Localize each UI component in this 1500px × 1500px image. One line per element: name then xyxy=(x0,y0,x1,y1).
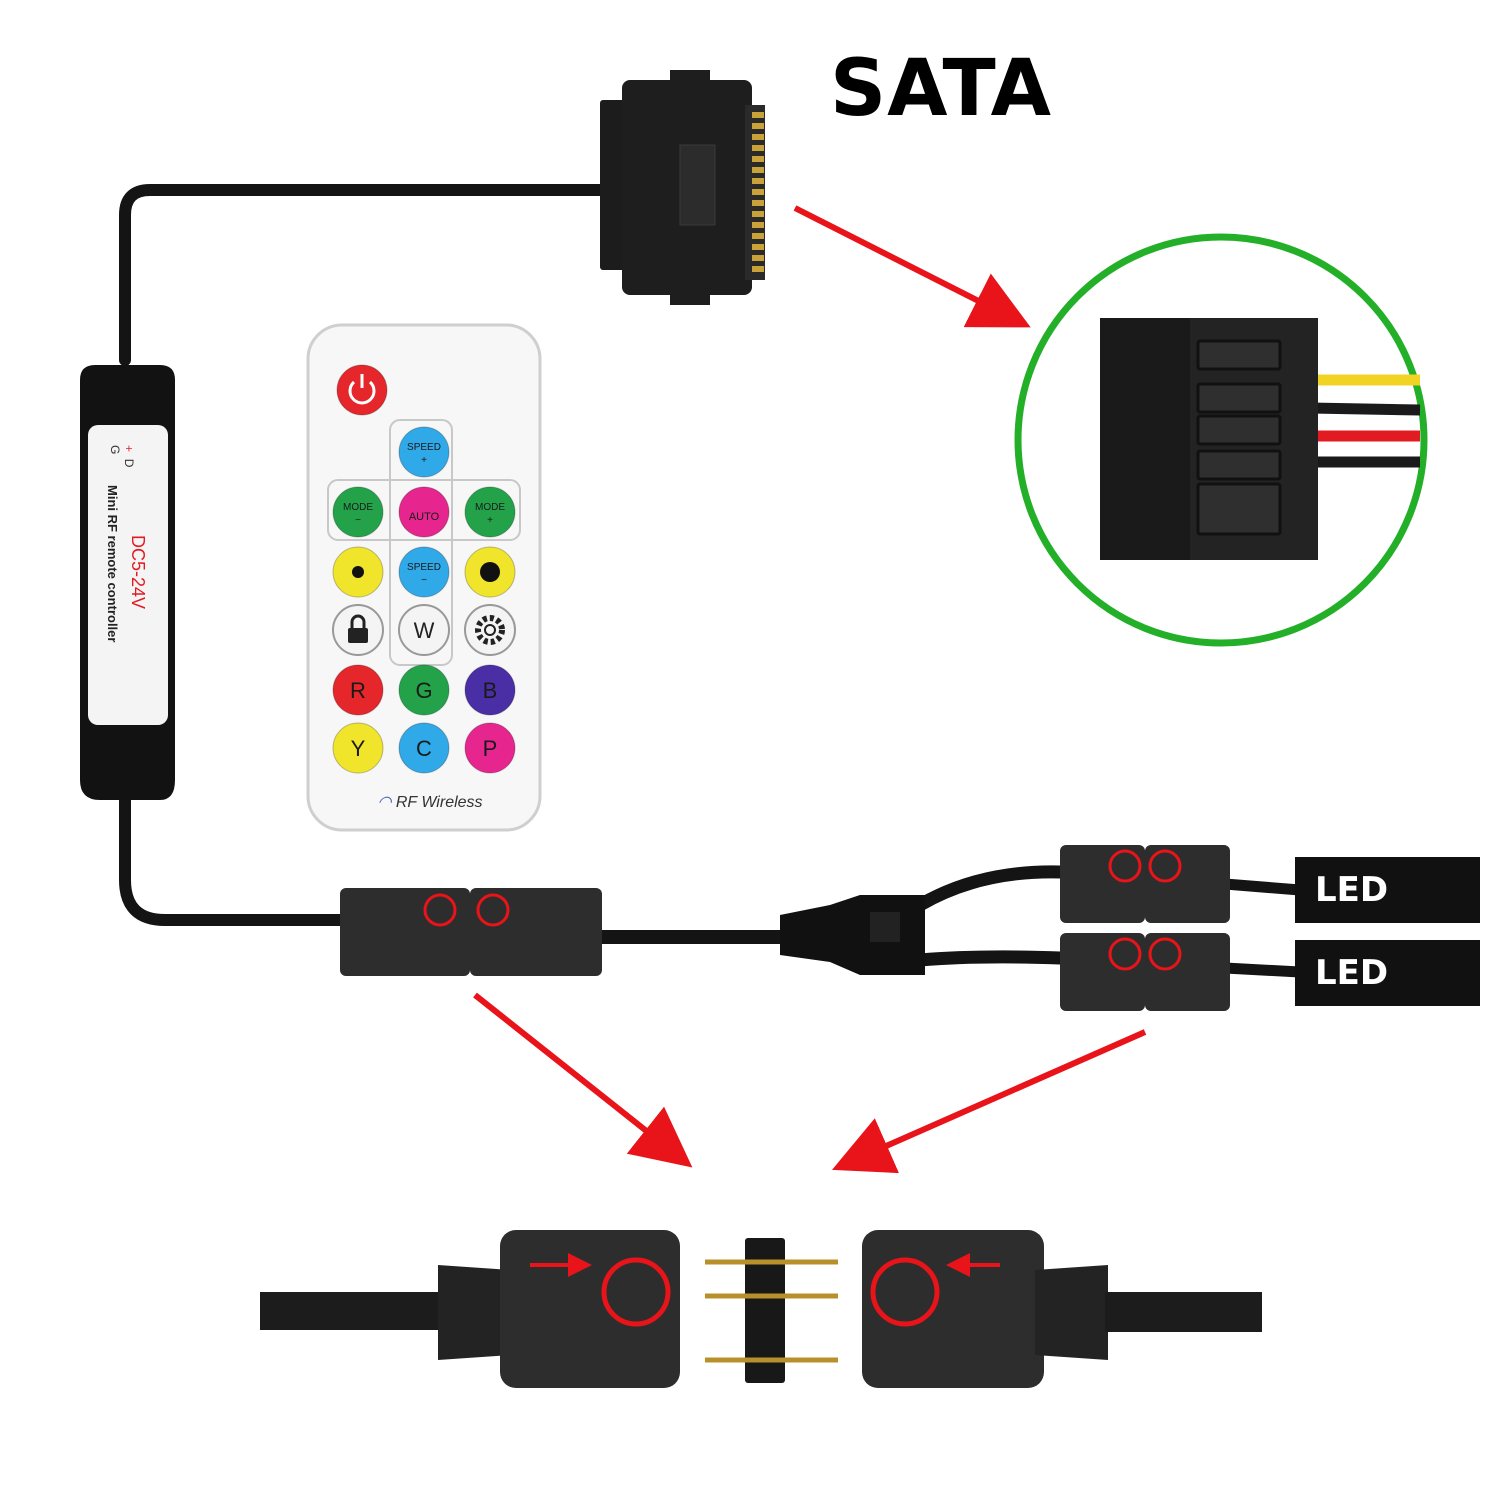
rf-remote: SPEED + MODE − AUTO MODE + SPEED − W R G B Y C P xyxy=(306,323,542,832)
controller-model: Mini RF remote controller xyxy=(105,485,120,643)
mode-up-button[interactable]: MODE + xyxy=(464,486,516,538)
brightness-up-button[interactable] xyxy=(464,546,516,598)
gear-icon xyxy=(475,615,505,645)
connector-housing xyxy=(470,888,602,976)
sata-pin xyxy=(752,145,764,151)
remote-footer: ◠ RF Wireless xyxy=(360,792,500,812)
direction-mark xyxy=(423,893,457,927)
wifi-icon: ◠ xyxy=(377,794,392,811)
arrow-connector-to-closeup-left xyxy=(473,992,693,1168)
sata-pin xyxy=(752,134,764,140)
mode-down-button[interactable]: MODE − xyxy=(332,486,384,538)
connector-housing xyxy=(1145,845,1230,923)
controller-pin-g: G xyxy=(108,445,122,455)
remote-button-label: SPEED xyxy=(407,442,441,453)
arrow-sata-to-closeup xyxy=(793,205,1031,328)
controller-label: + D G Mini RF remote controller DC5-24V xyxy=(88,425,168,725)
blue-button[interactable]: B xyxy=(464,664,516,716)
sata-pin xyxy=(752,211,764,217)
led-strip-label-1: LED Strip xyxy=(1295,857,1480,976)
sata-pin xyxy=(752,167,764,173)
sata-pin xyxy=(752,112,764,118)
remote-button-label: − xyxy=(355,515,361,526)
sata-pin xyxy=(752,255,764,261)
sun-icon xyxy=(352,566,364,578)
direction-mark xyxy=(1108,849,1142,883)
auto-button[interactable]: AUTO xyxy=(398,486,450,538)
upper-connectors xyxy=(340,845,1230,1011)
remote-button-label: + xyxy=(487,515,493,526)
sata-slot xyxy=(1196,482,1282,536)
remote-button-label: G xyxy=(415,678,432,703)
pink-button[interactable]: P xyxy=(464,722,516,774)
y-splitter xyxy=(780,895,925,975)
brightness-down-button[interactable] xyxy=(332,546,384,598)
connector-housing xyxy=(340,888,470,976)
controller-pin-d: D xyxy=(122,458,136,468)
connector-housing xyxy=(1060,933,1145,1011)
controller-cable xyxy=(119,184,1306,978)
sata-pin xyxy=(752,123,764,129)
direction-mark xyxy=(1148,937,1182,971)
sata-pin xyxy=(752,156,764,162)
remote-button-label: AUTO xyxy=(409,511,440,523)
sun-icon xyxy=(480,562,500,582)
connector-housing xyxy=(1145,933,1230,1011)
remote-button-label: − xyxy=(421,575,427,586)
remote-button-label: + xyxy=(421,455,427,466)
sata-slot xyxy=(1196,414,1282,446)
cyan-button[interactable]: C xyxy=(398,722,450,774)
remote-button-label: P xyxy=(483,736,498,761)
sata-pin xyxy=(752,244,764,250)
remote-button-label: B xyxy=(483,678,498,703)
remote-button-label: C xyxy=(416,736,432,761)
direction-mark xyxy=(476,893,510,927)
controller-voltage: DC5-24V xyxy=(128,535,148,610)
connector-closeup xyxy=(260,1230,1262,1388)
sata-pin xyxy=(752,200,764,206)
speed-up-button[interactable]: SPEED + xyxy=(398,426,450,478)
lock-icon xyxy=(348,628,368,643)
power-button[interactable] xyxy=(336,364,388,416)
arrow-connector-to-closeup-right xyxy=(832,1029,1147,1174)
direction-mark xyxy=(1108,937,1142,971)
red-button[interactable]: R xyxy=(332,664,384,716)
white-button[interactable]: W xyxy=(398,604,450,656)
led-strip-label-2: LED Strip xyxy=(1295,940,1480,1059)
rf-controller xyxy=(80,365,175,800)
sata-pin xyxy=(752,189,764,195)
power-icon xyxy=(348,380,376,405)
remote-button-label: MODE xyxy=(475,502,505,513)
remote-footer-label: RF Wireless xyxy=(395,794,483,811)
sata-slot xyxy=(1196,339,1282,371)
title-sata: SATA xyxy=(830,44,1053,134)
controller-pin-plus: + xyxy=(122,445,136,453)
sata-pin xyxy=(752,222,764,228)
settings-button[interactable] xyxy=(464,604,516,656)
remote-button-label: SPEED xyxy=(407,562,441,573)
sata-pins xyxy=(752,112,764,272)
sata-connector xyxy=(600,70,765,305)
sata-pin xyxy=(752,233,764,239)
remote-button-label: W xyxy=(414,618,435,643)
sata-female-closeup xyxy=(1014,233,1428,647)
speed-down-button[interactable]: SPEED − xyxy=(398,546,450,598)
lock-button[interactable] xyxy=(332,604,384,656)
remote-button-label: Y xyxy=(351,736,366,761)
remote-button-label: MODE xyxy=(343,502,373,513)
green-button[interactable]: G xyxy=(398,664,450,716)
sata-pin xyxy=(752,266,764,272)
remote-button-label: R xyxy=(350,678,366,703)
pointer-arrows xyxy=(473,205,1147,1174)
connector-housing xyxy=(1060,845,1145,923)
yellow-button[interactable]: Y xyxy=(332,722,384,774)
sata-pin xyxy=(752,178,764,184)
sata-slot xyxy=(1196,382,1282,414)
sata-socket-slots xyxy=(1196,339,1282,536)
sata-slot xyxy=(1196,449,1282,481)
direction-mark xyxy=(1148,849,1182,883)
